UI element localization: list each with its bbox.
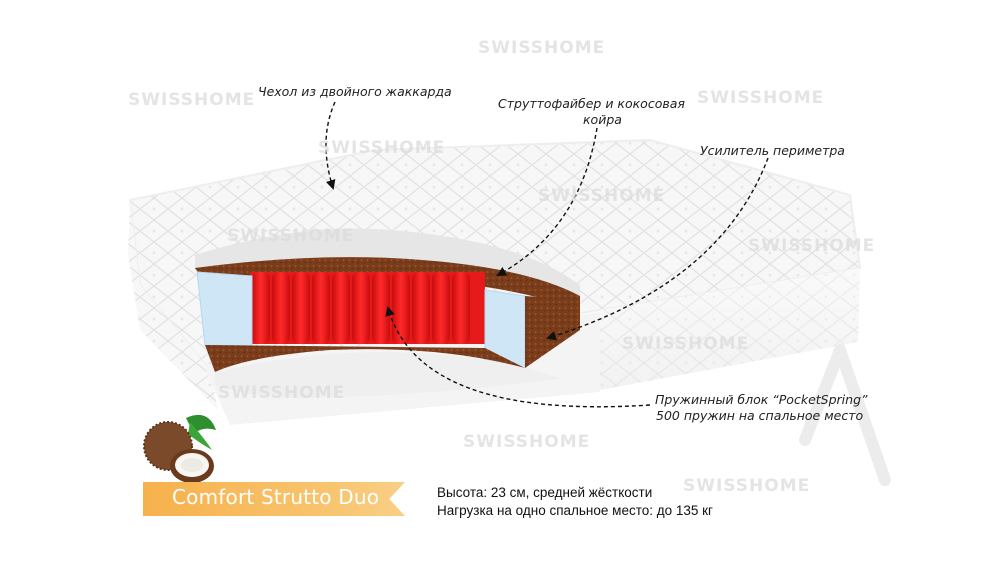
callout-springs-line2: 500 пружин на спальное место xyxy=(656,408,864,423)
callout-strutto-line2: койра xyxy=(583,112,622,127)
spec-height: Высота: 23 см, средней жёсткости xyxy=(437,485,653,500)
watermark: SWISSHOME xyxy=(227,226,355,246)
watermark: SWISSHOME xyxy=(748,236,876,256)
watermark: SWISSHOME xyxy=(538,186,666,206)
callout-cover: Чехол из двойного жаккарда xyxy=(258,84,452,99)
callout-springs-line1: Пружинный блок “PocketSpring” xyxy=(655,392,868,407)
watermark: SWISSHOME xyxy=(218,383,346,403)
product-banner xyxy=(143,482,405,516)
callout-perimeter: Усилитель периметра xyxy=(700,143,845,158)
product-specs: Высота: 23 см, средней жёсткости Нагрузк… xyxy=(437,484,713,520)
watermark: SWISSHOME xyxy=(318,138,446,158)
watermark: SWISSHOME xyxy=(478,38,606,58)
callout-strutto-line1: Струттофайбер и кокосовая xyxy=(498,96,685,111)
product-name: Comfort Strutto Duo xyxy=(172,485,380,509)
coconut-icon xyxy=(143,414,216,483)
watermark: SWISSHOME xyxy=(128,90,256,110)
watermark: SWISSHOME xyxy=(463,432,591,452)
watermark: SWISSHOME xyxy=(683,476,811,496)
watermark: SWISSHOME xyxy=(697,88,825,108)
watermark: SWISSHOME xyxy=(622,334,750,354)
spec-load: Нагрузка на одно спальное место: до 135 … xyxy=(437,503,713,518)
